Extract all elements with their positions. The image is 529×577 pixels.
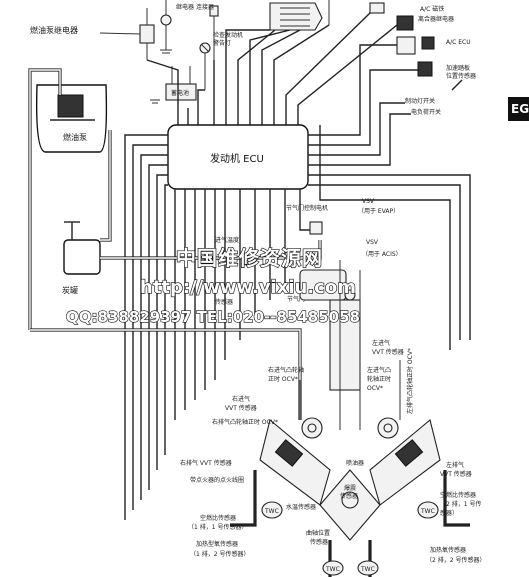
af-sensor-right-label-1: 空燃比传感器 [200,514,236,522]
canister [63,221,101,275]
ignition-coil-label: 带点火器的点火线圈 [190,476,244,484]
vsv-acis-label-1: VSV [366,239,379,246]
af-sensor-left-label-3: 感器） [440,509,458,517]
vsv-evap-label-2: （用于 EVAP） [358,208,399,215]
twc-bottom-left [357,560,379,576]
ecu-bottom-wiring [174,189,315,420]
stop-lamp-switch-label: 制动灯开关 [405,97,435,105]
af-sensor-right-label-2: （1 排，1 号传感器） [188,523,247,531]
air-flow-meter [269,2,323,31]
engine-left-bank [369,417,441,506]
fuel-tank [36,84,108,153]
crank-sensor-label-1: 曲轴位置 [306,529,330,537]
battery [150,66,197,104]
relay [160,0,172,54]
ecu-top-wiring [146,12,398,125]
intake-manifold [299,269,361,391]
watermark-contact: QQ:838829397 TEL:020--85485058 [66,308,360,326]
twc-bottom-right-label: TWC [325,566,340,573]
ecu-left-wiring [124,134,168,520]
section-tab: EG [508,97,529,121]
right-intake-ocv-label-2: 正时 OCV* [268,375,298,383]
vsv-evap-label-1: VSV [362,198,375,205]
left-intake-vvt-label-2: VVT 传感器 [372,348,404,356]
left-intake-ocv-label-3: OCV* [367,385,383,392]
fuel-pump-relay [139,8,155,60]
right-exhaust-ocv-label: 右排气凸轮轴正时 OCV* [212,418,278,426]
left-exhaust-ocv-label: 左排气凸轮轴正时 OCV* [406,348,414,414]
twc-bottom-right [322,560,344,576]
fuel-pump-label: 燃油泵 [63,132,87,142]
knock-sensor-label-1: 爆震 [344,484,356,492]
ac-clutch-label-2: 离合器继电器 [418,15,454,23]
check-engine-lamp-label-2: 警告灯 [213,39,231,47]
fuel-pump-relay-label: 燃油泵继电器 [30,25,78,35]
right-exhaust-vvt-label: 右排气 VVT 传感器 [180,459,232,467]
twc-left [417,501,439,519]
intake-temp-label-2: 传感器 [215,298,233,306]
throttle-sensor-label: 节气门 [287,295,305,303]
coolant-temp-label: 水温传感器 [286,503,316,511]
twc-right-label: TWC [264,508,279,515]
intake-temp-label: 进气温度 [215,236,239,244]
knock-sensor-label-2: 传感器 [340,492,358,500]
electric-load-switch-label: 电负荷开关 [411,108,441,116]
canister-label: 炭罐 [62,285,78,295]
accelerator-pedal-sensor [417,61,463,91]
watermark-title: 中国维修资源网 [176,246,323,270]
vsv-evap [309,221,323,235]
left-intake-vvt-label-1: 左进气 [372,339,390,347]
right-intake-ocv-label-1: 右进气凸轮轴 [268,366,304,374]
vsv-acis-label-2: （用于 ACIS） [362,251,402,258]
twc-right [261,501,283,519]
pedal-sensor-label-2: 位置传感器 [446,72,476,80]
left-intake-ocv-label-2: 轮轴正时 [367,375,391,383]
o2-sensor-right-label-1: 加热型氧传感器 [196,540,238,548]
crank-sensor-label-2: 传感器 [310,538,328,546]
ac-clutch-relay [369,2,414,31]
injector-label: 喷油器 [346,459,364,467]
relay-label: 继电器 [176,3,194,11]
twc-left-label: TWC [420,508,435,515]
check-engine-lamp [199,42,211,90]
af-sensor-left-label-1: 空燃比传感器 [440,491,476,499]
throttle-motor-label: 节气门控制电机 [286,204,328,212]
watermark-url: http://www.vixiu.com [140,277,356,298]
left-exhaust-vvt-label-2: VVT 传感器 [440,470,472,478]
o2-sensor-right-label-2: （1 排，2 号传感器） [190,550,249,558]
af-sensor-left-label-2: （2 排，1 号传 [440,500,481,508]
ecu-right-wiring [308,44,471,350]
right-intake-vvt-label-2: VVT 传感器 [225,404,257,412]
connector-label: 连接器 [196,3,214,11]
twc-bottom-left-label: TWC [360,566,375,573]
connector [209,5,219,60]
right-intake-vvt-label-1: 右进气 [232,395,250,403]
engine-ecu-label: 发动机 ECU [210,152,264,165]
engine-right-bank [259,417,331,506]
left-intake-ocv-label-1: 左进气凸 [367,366,391,374]
left-exhaust-vvt-label-1: 左排气 [446,461,464,469]
o2-sensor-left-label-1: 加热氧传感器 [430,546,466,554]
engine-crankcase [319,469,381,541]
battery-label: 蓄电池 [171,89,189,97]
ac-ecu [396,36,435,55]
check-engine-lamp-label: 检查发动机 [213,31,243,39]
o2-sensor-left-label-2: （2 排，2 号传感器） [426,556,485,564]
sensor-wiring [299,260,401,430]
ac-ecu-label: A/C ECU [446,39,471,46]
ac-clutch-label-1: A/C 磁铁 [420,5,444,13]
pedal-sensor-label-1: 加速踏板 [446,64,470,72]
